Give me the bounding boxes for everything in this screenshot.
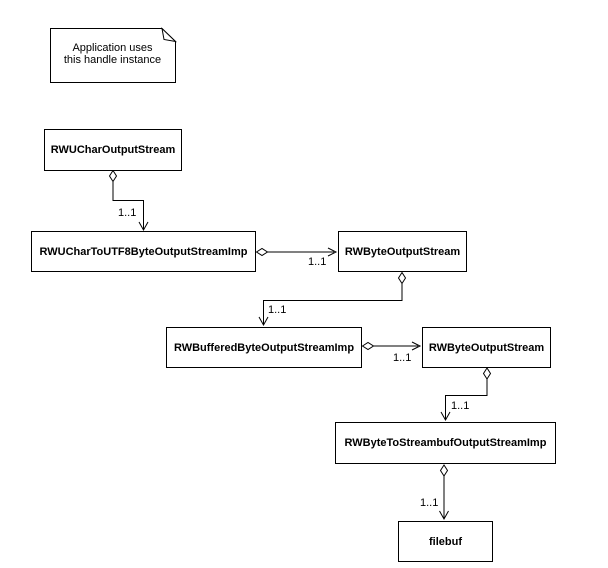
note-outline [50,28,176,83]
class-node-rwuchar-output-stream: RWUCharOutputStream [44,129,182,171]
aggregation-diamond-icon [108,169,118,183]
aggregation-diamond-icon [397,271,407,285]
note-text-line1: Application uses [72,42,153,54]
edge-line [263,283,403,324]
aggregation-edge-4 [361,341,422,351]
multiplicity-label: 1..1 [268,304,287,316]
class-node-rwuchar-to-utf8-byte-output-stream-imp: RWUCharToUTF8ByteOutputStreamImp [31,231,256,272]
note-fold-corner-icon [161,27,178,43]
class-node-rwbyte-output-stream-2: RWByteOutputStream [422,327,551,368]
class-node-label: RWByteToStreambufOutputStreamImp [344,437,547,449]
class-node-rwbyte-to-streambuf-output-stream-imp: RWByteToStreambufOutputStreamImp [335,422,556,464]
class-node-rwbuffered-byte-output-stream-imp: RWBufferedByteOutputStreamImp [166,327,362,368]
note-text: Application uses this handle instance [50,42,175,66]
class-node-rwbyte-output-stream-1: RWByteOutputStream [338,231,467,272]
arrowhead-icon [440,411,451,422]
arrowhead-icon [138,221,149,232]
arrowhead-icon [327,247,338,257]
edge-line [445,379,488,419]
multiplicity-label: 1..1 [308,256,327,268]
arrowhead-icon [258,316,269,327]
class-node-label: RWByteOutputStream [428,341,545,354]
class-node-label: RWBufferedByteOutputStreamImp [173,341,355,354]
aggregation-edge-6 [439,464,449,521]
class-node-label: filebuf [429,535,462,548]
class-node-filebuf: filebuf [398,521,493,562]
note-shape [50,27,178,83]
aggregation-edge-2 [255,247,338,257]
multiplicity-label: 1..1 [393,352,412,364]
arrowhead-icon [439,510,449,521]
aggregation-edge-3 [258,271,407,327]
aggregation-diamond-icon [361,341,375,351]
aggregation-diamond-icon [482,367,492,380]
multiplicity-label: 1..1 [118,207,137,219]
arrowhead-icon [411,341,422,351]
edge-line [112,181,144,229]
aggregation-diamond-icon [255,247,269,257]
aggregation-edge-1 [108,169,149,232]
class-node-label: RWByteOutputStream [344,245,461,258]
class-node-label: RWUCharToUTF8ByteOutputStreamImp [39,245,248,258]
note-text-line2: this handle instance [63,54,162,66]
aggregation-edge-5 [440,367,492,422]
multiplicity-label: 1..1 [451,400,470,412]
class-node-label: RWUCharOutputStream [50,144,176,156]
aggregation-diamond-icon [439,464,449,477]
multiplicity-label: 1..1 [420,497,439,509]
